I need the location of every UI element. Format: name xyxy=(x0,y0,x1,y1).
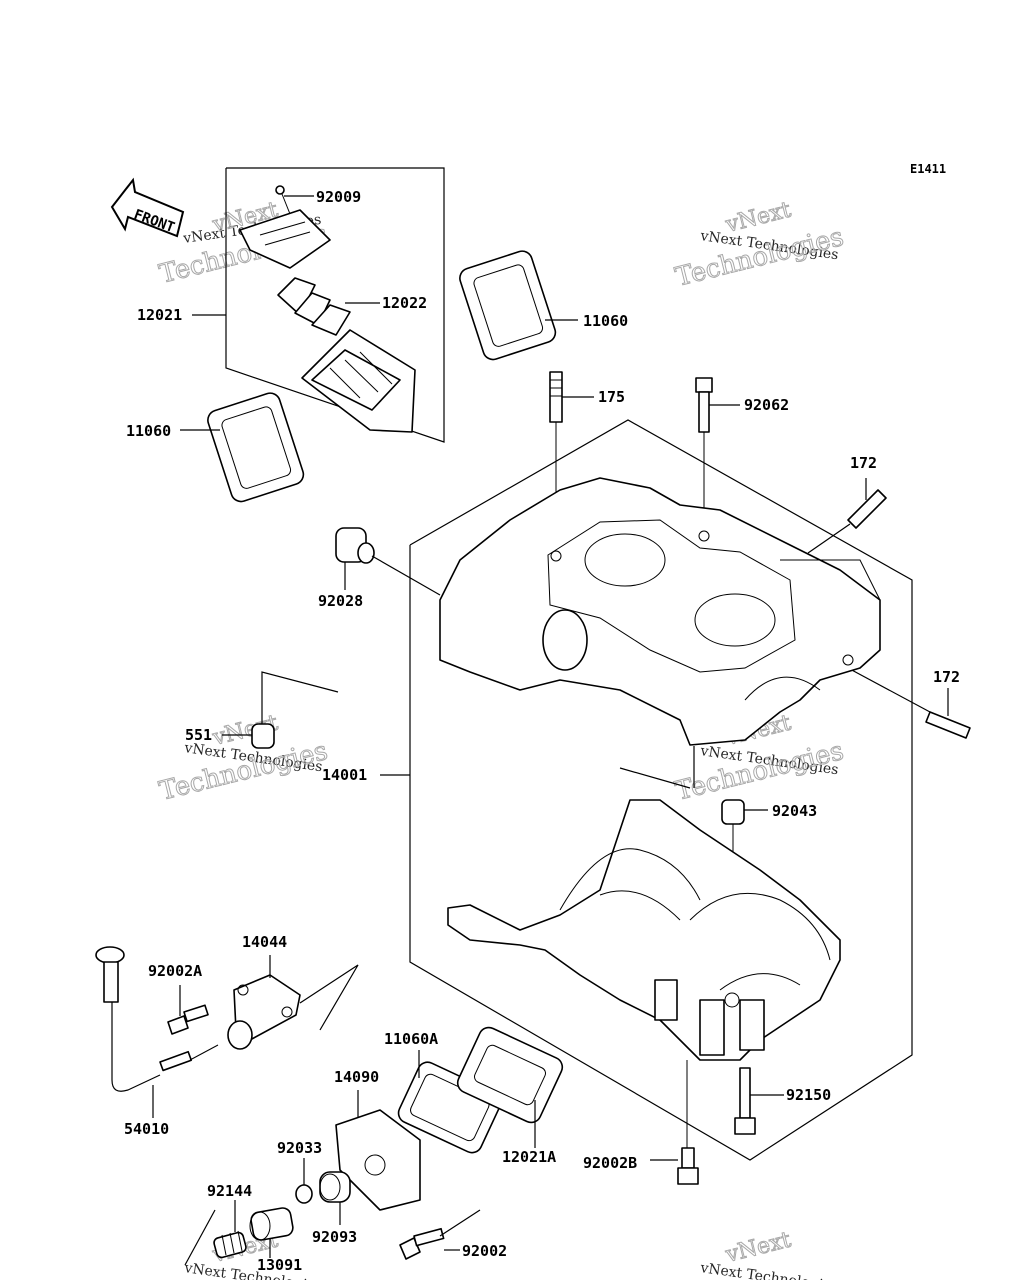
label-11060-top: 11060 xyxy=(583,312,628,330)
watermark-2: vNext Technologies vNext Technologies xyxy=(672,197,847,293)
svg-text:Technologies: Technologies xyxy=(672,222,846,293)
reed-block xyxy=(301,329,416,433)
bolt-92002B xyxy=(650,1060,699,1185)
label-92009: 92009 xyxy=(316,188,361,206)
label-12021A: 12021A xyxy=(502,1148,556,1166)
label-92033: 92033 xyxy=(277,1139,322,1157)
upper-crankcase xyxy=(439,477,881,789)
label-175: 175 xyxy=(598,388,625,406)
bolt-92002A xyxy=(167,985,209,1035)
label-54010: 54010 xyxy=(124,1120,169,1138)
label-92144: 92144 xyxy=(207,1182,252,1200)
label-92002B: 92002B xyxy=(583,1154,637,1172)
svg-text:vNext Technologies: vNext Technologies xyxy=(698,1260,839,1280)
reed-valve-assembly xyxy=(192,167,445,443)
label-92093: 92093 xyxy=(312,1228,357,1246)
spring-92144 xyxy=(184,1200,247,1266)
cable-54010 xyxy=(95,946,219,1118)
clip-92033 xyxy=(295,1158,313,1204)
svg-text:vNext Technologies: vNext Technologies xyxy=(182,1260,323,1280)
label-11060-left: 11060 xyxy=(126,422,171,440)
reed-petal-12022 xyxy=(277,277,380,336)
gasket-11060-top xyxy=(459,250,578,361)
screw-92009-icon xyxy=(275,185,314,215)
plate-14090 xyxy=(335,1090,421,1211)
bolt-92150 xyxy=(734,1067,784,1135)
stud-172-top xyxy=(807,478,887,554)
label-14001: 14001 xyxy=(322,766,367,784)
gasket-11060-left xyxy=(180,392,305,503)
label-551: 551 xyxy=(185,726,212,744)
label-92062: 92062 xyxy=(744,396,789,414)
svg-text:vNext: vNext xyxy=(722,198,793,238)
svg-text:Technologies: Technologies xyxy=(672,736,846,807)
label-92150: 92150 xyxy=(786,1086,831,1104)
svg-text:vNext: vNext xyxy=(722,1228,793,1268)
label-13091: 13091 xyxy=(257,1256,302,1274)
dowel-551 xyxy=(222,671,339,749)
label-12022: 12022 xyxy=(382,294,427,312)
front-arrow-icon: FRONT xyxy=(110,177,185,238)
bolt-92002 xyxy=(399,1209,481,1260)
diagram-code: E1411 xyxy=(910,162,946,176)
plug-92028 xyxy=(335,527,441,596)
label-92002A: 92002A xyxy=(148,962,202,980)
label-11060A: 11060A xyxy=(384,1030,438,1048)
label-172-top: 172 xyxy=(850,454,877,472)
label-12021: 12021 xyxy=(137,306,182,324)
lower-crankcase xyxy=(447,799,841,1061)
cover-14044 xyxy=(227,955,359,1050)
watermark-6: vNext Technologies vNext xyxy=(698,1227,839,1285)
label-92028: 92028 xyxy=(318,592,363,610)
reed-12021A xyxy=(456,1026,564,1148)
bush-92093 xyxy=(319,1171,351,1225)
label-92043: 92043 xyxy=(772,802,817,820)
svg-text:Technologies: Technologies xyxy=(156,736,330,807)
shaft-13091 xyxy=(249,1207,294,1258)
label-14044: 14044 xyxy=(242,933,287,951)
label-172-right: 172 xyxy=(933,668,960,686)
watermark-3: vNext Technologies vNext Technologies xyxy=(156,710,331,807)
label-92002: 92002 xyxy=(462,1242,507,1260)
stud-172-right xyxy=(847,667,971,739)
crankcase-14001-bracket xyxy=(380,419,913,1161)
label-14090: 14090 xyxy=(334,1068,379,1086)
